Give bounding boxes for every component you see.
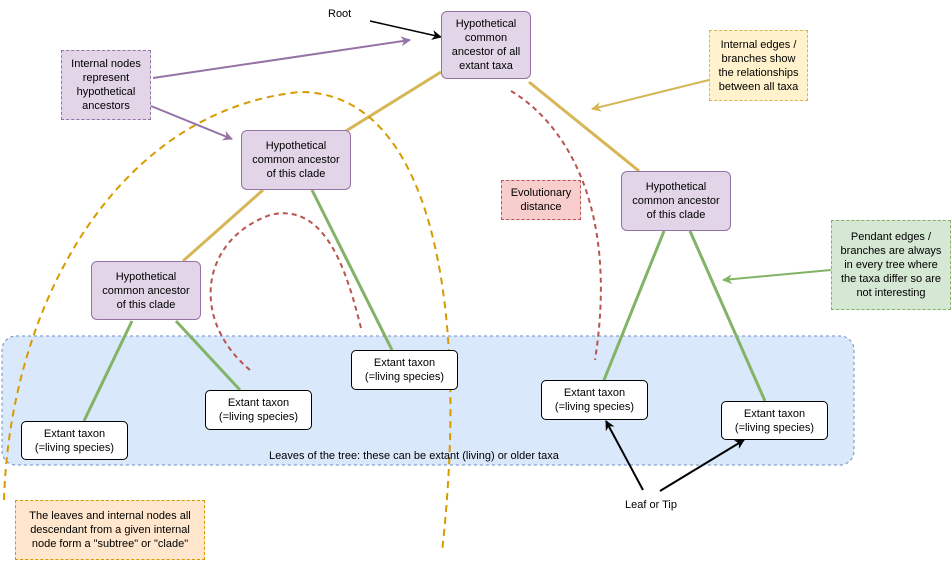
leaf-taxon-5[interactable]: Extant taxon (=living species)	[721, 401, 828, 440]
leaves-caption: Leaves of the tree: these can be extant …	[269, 450, 559, 462]
internal-nodes-arrow-to-root	[152, 36, 411, 79]
evolutionary-distance-curve-left	[209, 212, 363, 371]
leaf-taxon-1[interactable]: Extant taxon (=living species)	[21, 421, 128, 460]
leaf-taxon-2[interactable]: Extant taxon (=living species)	[205, 390, 312, 430]
leaf-or-tip-label: Leaf or Tip	[625, 499, 677, 511]
pendant-edge-to-leaf-3	[310, 189, 394, 351]
pendant-edge-to-leaf-2	[174, 319, 242, 392]
clade-node-right[interactable]: Hypothetical common ancestor of this cla…	[621, 171, 731, 231]
pendant-edge-to-leaf-5	[688, 230, 767, 402]
leaves-area	[1, 335, 855, 466]
root-arrow	[369, 20, 442, 40]
root-label: Root	[328, 8, 352, 20]
note-internal-nodes: Internal nodes represent hypothetical an…	[61, 50, 151, 120]
pendant-edge-to-leaf-1	[82, 320, 134, 422]
internal-edge-root-right	[528, 80, 640, 173]
leaf-tip-arrow-right	[659, 439, 745, 492]
leaf-taxon-3[interactable]: Extant taxon (=living species)	[351, 350, 458, 390]
evolutionary-distance-curve-right	[510, 90, 602, 361]
note-pendant-edges: Pendant edges / branches are always in e…	[831, 220, 951, 310]
pendant-edges-arrow	[722, 269, 832, 285]
note-evolutionary-distance: Evolutionary distance	[501, 180, 581, 220]
leaf-taxon-4[interactable]: Extant taxon (=living species)	[541, 380, 648, 420]
subtree-outline-curve	[3, 90, 452, 553]
note-subtree: The leaves and internal nodes all descen…	[15, 500, 205, 560]
leaf-tip-arrow-left	[605, 420, 644, 491]
internal-edge-root-left	[345, 70, 442, 133]
internal-nodes-arrow-to-clade	[150, 105, 233, 141]
note-internal-edges: Internal edges / branches show the relat…	[709, 30, 808, 101]
internal-edge-left-lower	[182, 188, 264, 263]
pendant-edge-to-leaf-4	[602, 230, 666, 381]
internal-edges-arrow	[591, 79, 710, 112]
root-node[interactable]: Hypothetical common ancestor of all exta…	[441, 11, 531, 79]
clade-node-left-lower[interactable]: Hypothetical common ancestor of this cla…	[91, 261, 201, 320]
clade-node-left[interactable]: Hypothetical common ancestor of this cla…	[241, 130, 351, 190]
